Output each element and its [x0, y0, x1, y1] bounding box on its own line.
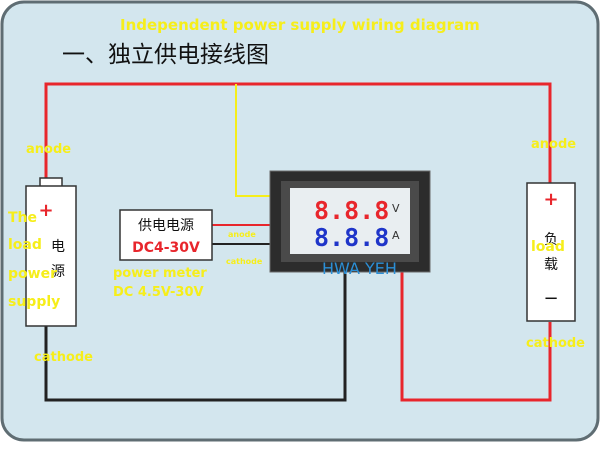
meter-volt-digits: 8.8.8	[314, 196, 389, 225]
meter-power-range: DC4-30V	[132, 240, 200, 256]
load-cn-char-1: 负	[544, 232, 558, 248]
yellow-wire-meter	[235, 84, 272, 197]
meter-amp-digits: 8.8.8	[314, 223, 389, 252]
load-plus-sign: +	[543, 189, 558, 210]
red-wire-load-return	[400, 272, 552, 402]
meter-display	[290, 188, 410, 254]
meter-watermark: HWA YEH	[322, 259, 397, 278]
load-cn-char-2: 载	[544, 257, 558, 273]
supply-anode-label: anode	[26, 142, 71, 157]
meter-power-title: 供电电源	[138, 218, 194, 234]
supply-cathode-label: cathode	[34, 350, 93, 365]
diagram-heading: 一、独立供电接线图	[62, 42, 269, 68]
meter-power-box	[119, 209, 213, 261]
wire-anode-label: anode	[228, 230, 256, 239]
supply-battery-body	[25, 185, 77, 327]
black-wire-bottom	[44, 272, 347, 402]
supply-plus-sign: +	[38, 200, 53, 221]
load-anode-label: anode	[531, 137, 576, 152]
supply-cn-char-1: 电	[51, 239, 65, 255]
load-cathode-label: cathode	[526, 336, 585, 351]
meter-amp-unit: A	[392, 229, 400, 242]
supply-overlay-supply: supply	[8, 294, 60, 310]
meter-volt-unit: V	[392, 202, 400, 215]
supply-cn-char-2: 源	[51, 264, 65, 280]
supply-overlay-power: power	[8, 266, 57, 282]
meter-power-caption-2: DC 4.5V-30V	[113, 285, 204, 300]
meter-power-caption-1: power meter	[113, 266, 207, 281]
load-minus-sign: −	[543, 288, 558, 309]
red-wire-top-loop	[44, 82, 552, 183]
supply-overlay-load: load	[8, 237, 42, 253]
supply-overlay-the: The	[8, 210, 37, 226]
load-overlay-label: load	[531, 239, 565, 255]
banner-title: Independent power supply wiring diagram	[120, 16, 480, 34]
load-body	[526, 182, 576, 322]
wire-cathode-label: cathode	[226, 257, 263, 266]
